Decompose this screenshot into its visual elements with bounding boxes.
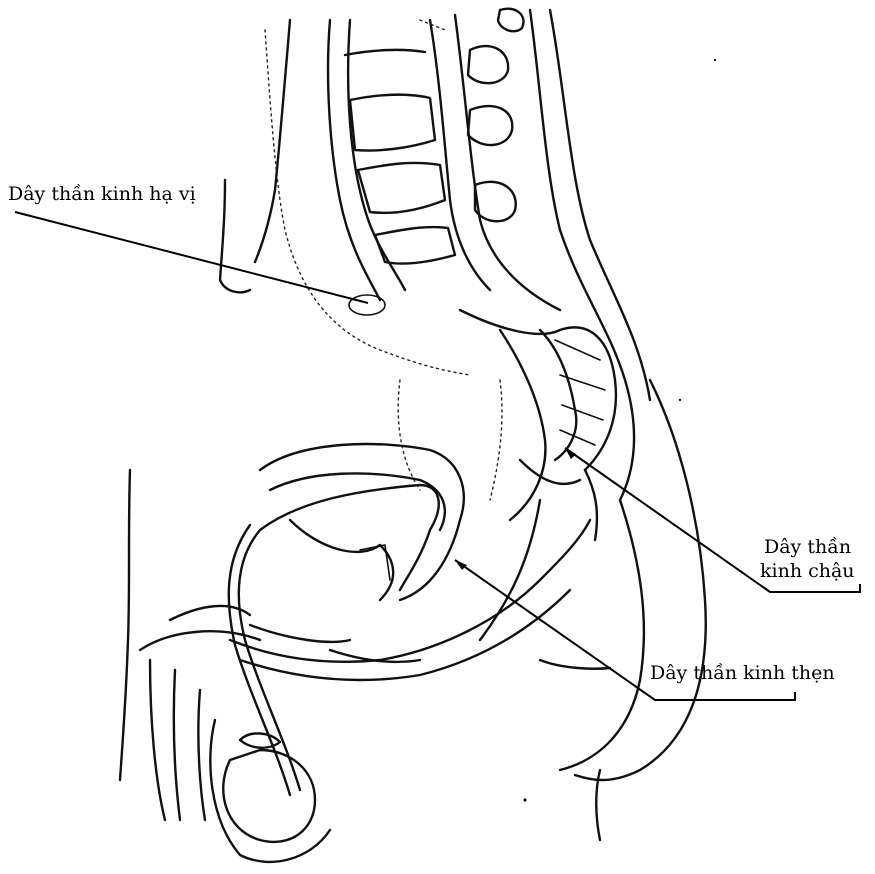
anterior-abdominal-wall: [220, 20, 290, 292]
penis: [120, 470, 260, 820]
stray-dot: [523, 798, 526, 801]
stray-dot: [679, 399, 681, 401]
stray-dot: [714, 59, 716, 61]
pelvic-floor: [230, 520, 590, 680]
vertebral-column: [328, 9, 650, 500]
label-pelvic-nerve-line1: Dây thần: [764, 536, 851, 558]
pelvic-arrowhead: [565, 448, 576, 459]
hypogastric-plexus-marker: [349, 295, 385, 315]
label-pudendal-nerve: Dây thần kinh thẹn: [650, 662, 835, 684]
label-pelvic-nerve-line2: kinh chậu: [760, 560, 855, 582]
thigh-outline: [330, 380, 706, 840]
label-leaders: [15, 212, 860, 700]
pudendal-arrowhead: [455, 560, 467, 570]
label-hypogastric-nerve: Dây thần kinh hạ vị: [8, 183, 196, 205]
hypogastric-leader-line: [15, 212, 368, 303]
